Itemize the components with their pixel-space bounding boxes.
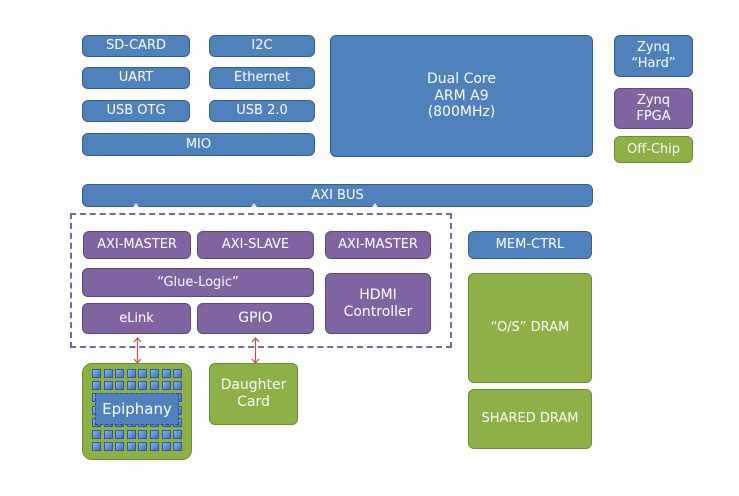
epiphany-core-icon: [92, 369, 101, 378]
glue-logic-block: “Glue-Logic”: [82, 268, 314, 297]
epiphany-core-icon: [103, 381, 113, 391]
elink-block: eLink: [82, 303, 191, 334]
epiphany-core-icon: [149, 381, 159, 391]
shared-dram-block: SHARED DRAM: [468, 389, 592, 449]
bus-tap-marker: [133, 203, 139, 207]
gpio-block: GPIO: [197, 303, 314, 334]
daughter-line-2: Card: [237, 394, 270, 410]
epiphany-core-icon: [126, 442, 136, 452]
daughter-card-block: Daughter Card: [209, 363, 298, 425]
epiphany-core-icon: [115, 369, 125, 378]
epiphany-core-icon: [138, 381, 148, 391]
epiphany-core-icon: [126, 381, 136, 391]
usb-otg-block: USB OTG: [82, 100, 190, 122]
daughter-line-1: Daughter: [220, 377, 287, 394]
epiphany-core-icon: [103, 429, 113, 439]
fpga-region-border: [70, 213, 452, 348]
epiphany-core-icon: [173, 369, 183, 378]
epiphany-core-icon: [103, 369, 113, 378]
cpu-line-2: ARM A9: [434, 87, 489, 104]
legend-zynq-fpga: Zynq FPGA: [614, 88, 693, 129]
epiphany-core-icon: [92, 442, 101, 452]
legend-zynq-hard: Zynq “Hard”: [614, 35, 693, 77]
legend-fpga-line-1: Zynq: [636, 92, 671, 108]
epiphany-core-icon: [173, 381, 183, 391]
epiphany-core-icon: [103, 442, 113, 452]
usb-2-block: USB 2.0: [209, 100, 315, 122]
legend-off-chip: Off-Chip: [614, 136, 693, 163]
epiphany-core-icon: [173, 429, 183, 439]
os-dram-block: “O/S” DRAM: [468, 273, 592, 383]
hdmi-line-2: Controller: [343, 303, 413, 320]
sd-card-block: SD-CARD: [82, 35, 190, 57]
epiphany-core-icon: [92, 381, 101, 391]
hdmi-line-1: HDMI: [359, 286, 397, 303]
i2c-block: I2C: [209, 35, 315, 57]
epiphany-core-icon: [161, 442, 171, 452]
uart-block: UART: [82, 67, 190, 89]
cpu-line-1: Dual Core: [427, 70, 496, 87]
axi-bus: AXI BUS: [82, 184, 593, 207]
legend-fpga-line-2: FPGA: [636, 108, 671, 124]
ethernet-block: Ethernet: [209, 67, 315, 89]
epiphany-core-icon: [149, 429, 159, 439]
mio-block: MIO: [82, 133, 315, 156]
epiphany-core-icon: [138, 369, 148, 378]
epiphany-core-icon: [92, 429, 101, 439]
axi-slave-block: AXI-SLAVE: [197, 231, 314, 259]
cpu-line-3: (800MHz): [427, 104, 496, 121]
epiphany-core-icon: [138, 429, 148, 439]
legend-hard-line-2: “Hard”: [631, 56, 676, 71]
epiphany-core-icon: [149, 369, 159, 378]
bus-tap-marker: [372, 203, 378, 207]
epiphany-label: Epiphany: [95, 393, 179, 425]
arm-cpu-block: Dual Core ARM A9 (800MHz): [330, 35, 593, 157]
epiphany-core-icon: [115, 381, 125, 391]
gpio-link-arrow-icon: [251, 337, 260, 364]
axi-master-block-1: AXI-MASTER: [83, 231, 191, 259]
epiphany-core-icon: [161, 381, 171, 391]
mem-ctrl-block: MEM-CTRL: [468, 231, 592, 259]
bus-tap-marker: [251, 203, 257, 207]
epiphany-core-icon: [126, 369, 136, 378]
axi-master-block-2: AXI-MASTER: [325, 231, 431, 259]
epiphany-core-icon: [126, 429, 136, 439]
epiphany-core-icon: [173, 442, 183, 452]
epiphany-core-icon: [161, 369, 171, 378]
epiphany-core-icon: [115, 442, 125, 452]
epiphany-core-icon: [138, 442, 148, 452]
epiphany-core-icon: [161, 429, 171, 439]
legend-hard-line-1: Zynq: [636, 40, 671, 56]
epiphany-core-icon: [115, 429, 125, 439]
hdmi-controller-block: HDMI Controller: [325, 273, 431, 334]
elink-link-arrow-icon: [133, 337, 142, 364]
epiphany-core-icon: [149, 442, 159, 452]
